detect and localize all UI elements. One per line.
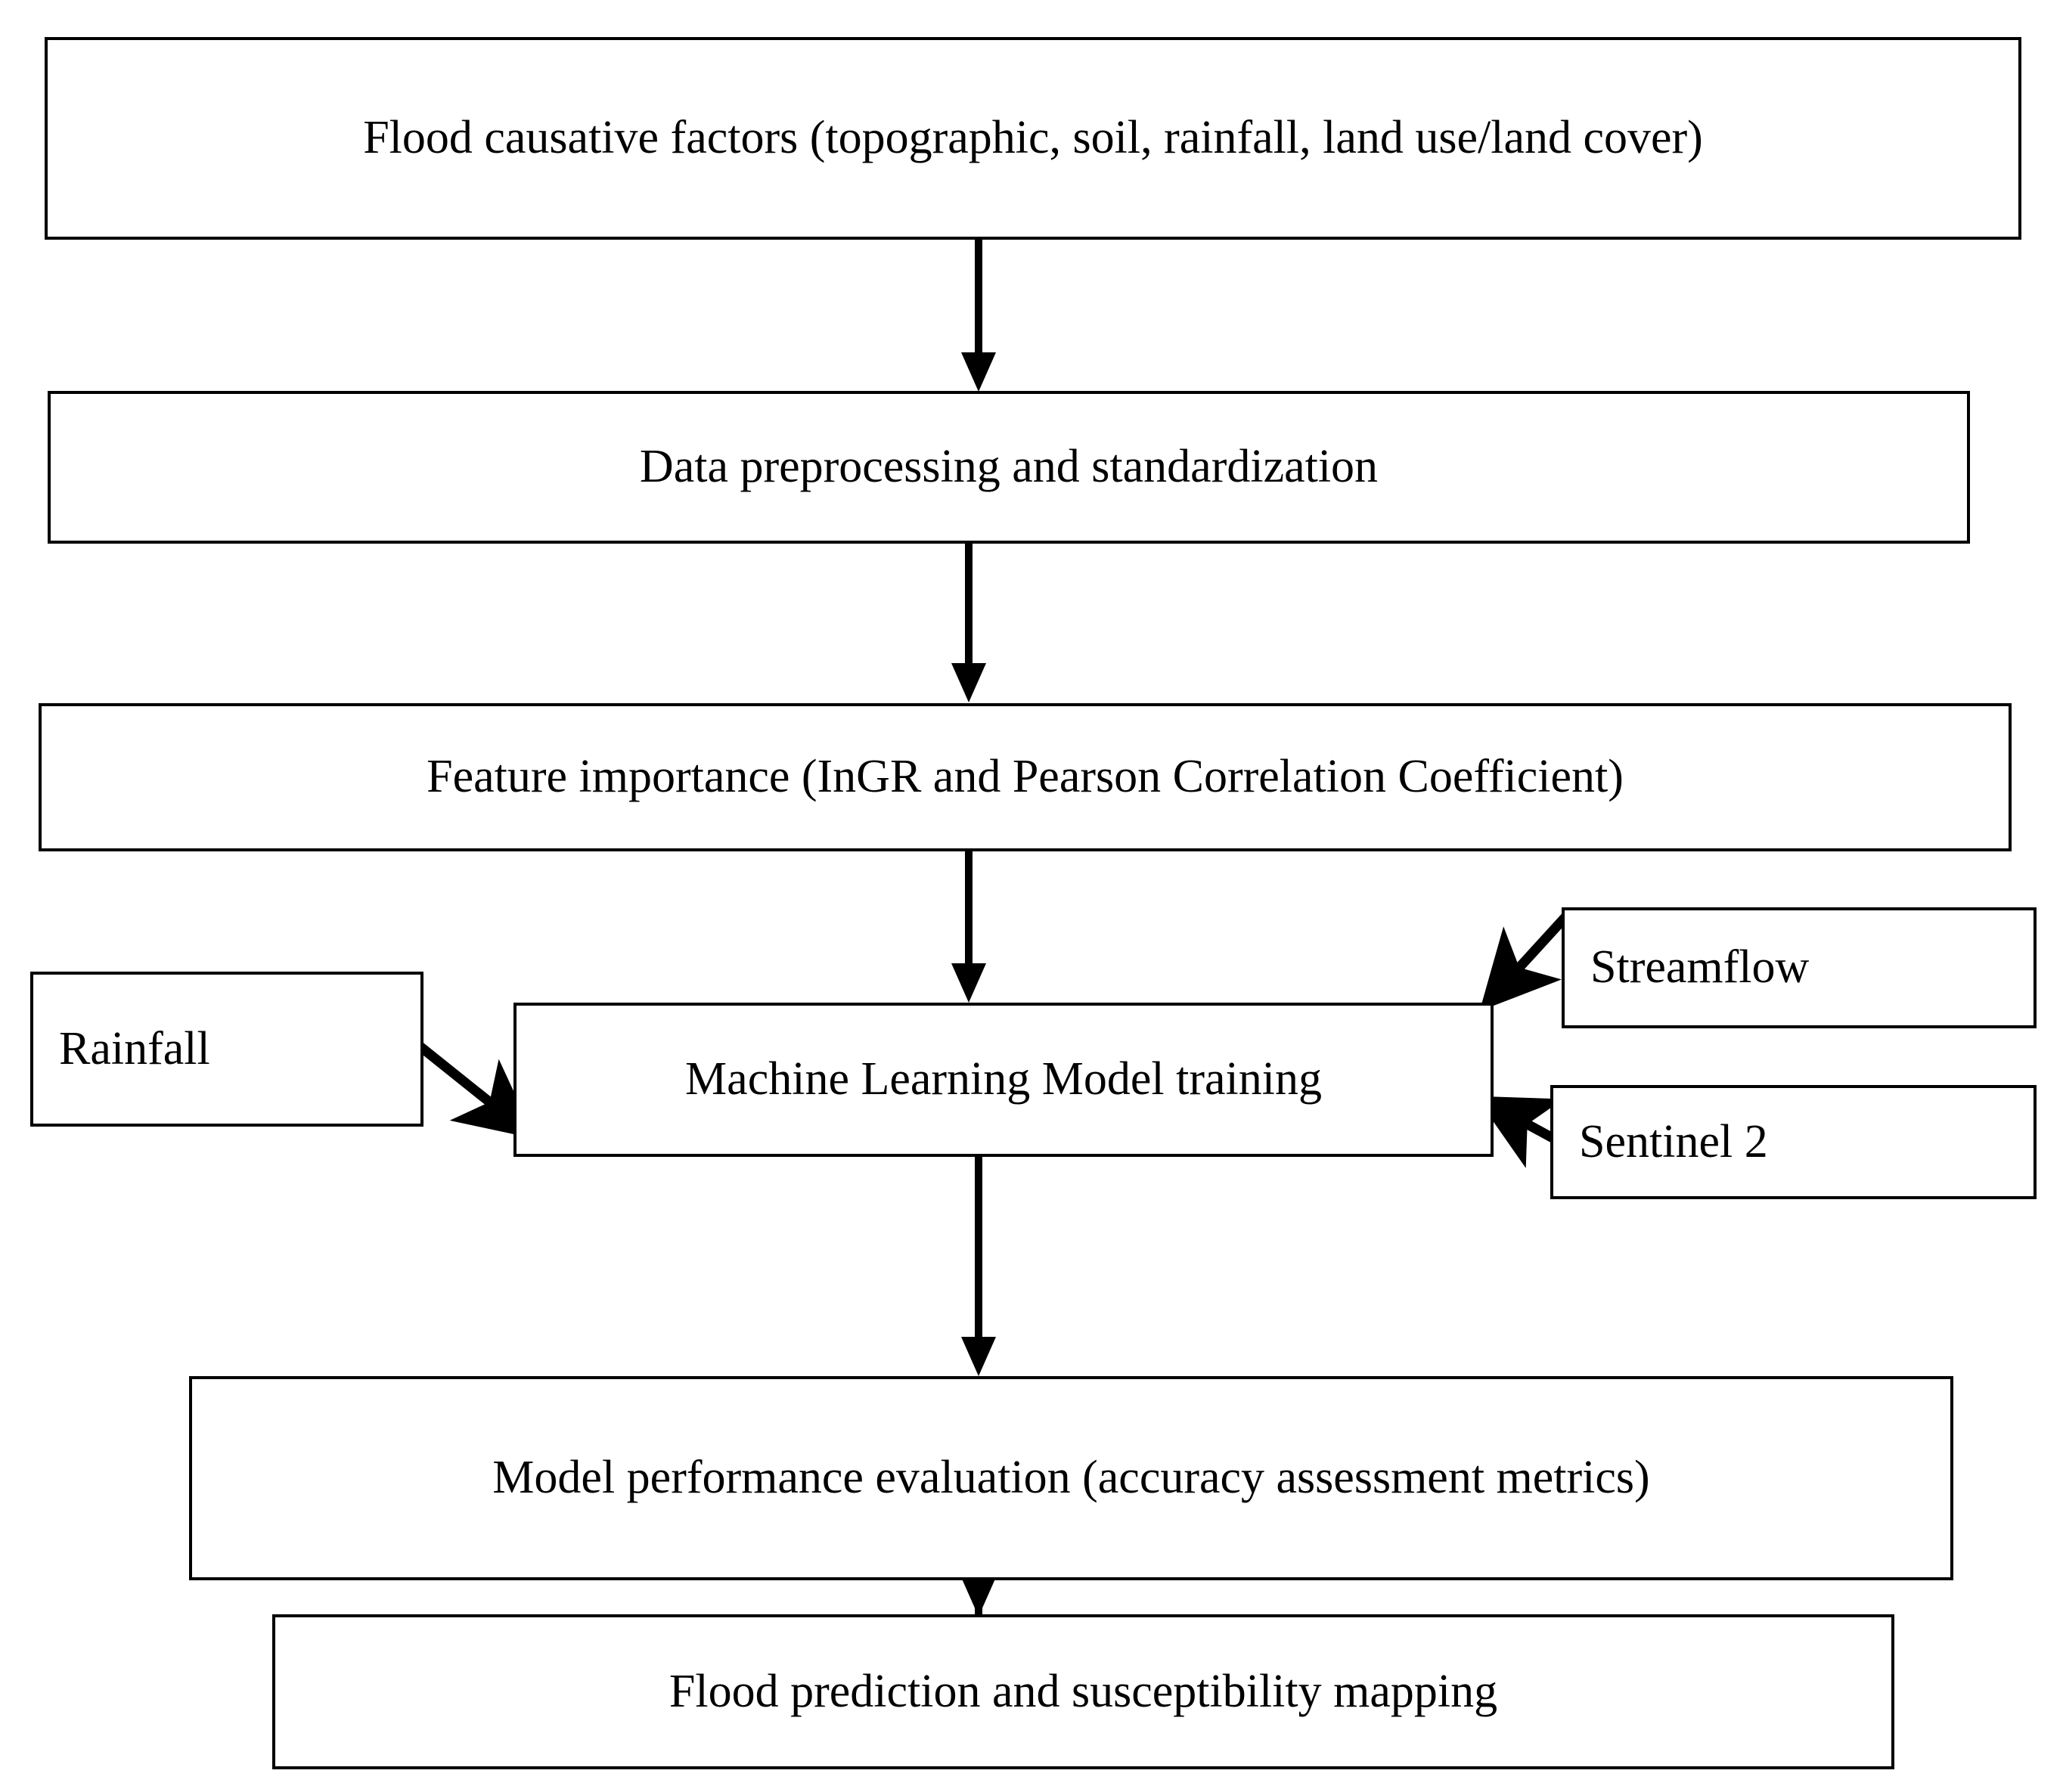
node-label: Feature importance (InGR and Pearson Cor… — [427, 751, 1624, 803]
node-label: Data preprocessing and standardization — [639, 441, 1379, 493]
connector-streamflow-to-training — [1479, 907, 1575, 1012]
node-label: Streamflow — [1590, 941, 1810, 994]
node-rainfall[interactable]: Rainfall — [30, 972, 423, 1127]
node-machine-learning-model-training[interactable]: Machine Learning Model training — [513, 1003, 1494, 1157]
node-label: Rainfall — [59, 1022, 210, 1074]
node-data-preprocessing[interactable]: Data preprocessing and standardization — [48, 391, 1970, 544]
connector-importance-to-training — [965, 851, 973, 965]
node-label: Model performance evaluation (accuracy a… — [492, 1452, 1650, 1504]
arrowhead-importance-to-training — [951, 963, 986, 1003]
arrowhead-preprocess-to-importance — [951, 663, 986, 702]
connector-training-to-evaluation — [975, 1157, 982, 1338]
arrowhead-training-to-evaluation — [961, 1337, 996, 1376]
node-label: Flood causative factors (topographic, so… — [363, 112, 1703, 164]
node-feature-importance[interactable]: Feature importance (InGR and Pearson Cor… — [39, 703, 2012, 851]
node-flood-prediction-mapping[interactable]: Flood prediction and susceptibility mapp… — [272, 1614, 1894, 1769]
node-label: Flood prediction and susceptibility mapp… — [669, 1665, 1498, 1717]
connector-causative-to-preprocess — [975, 240, 982, 354]
connector-rainfall-to-training — [411, 1037, 536, 1139]
node-flood-causative-factors[interactable]: Flood causative factors (topographic, so… — [45, 37, 2021, 240]
node-label: Sentinel 2 — [1579, 1115, 1768, 1167]
arrowhead-causative-to-preprocess — [961, 352, 996, 392]
node-streamflow[interactable]: Streamflow — [1562, 907, 2037, 1028]
arrowhead-evaluation-to-prediction — [961, 1577, 996, 1617]
connector-preprocess-to-importance — [965, 544, 973, 665]
node-model-performance-evaluation[interactable]: Model performance evaluation (accuracy a… — [189, 1376, 1953, 1580]
node-label: Machine Learning Model training — [685, 1053, 1322, 1105]
node-sentinel-2[interactable]: Sentinel 2 — [1550, 1085, 2037, 1199]
